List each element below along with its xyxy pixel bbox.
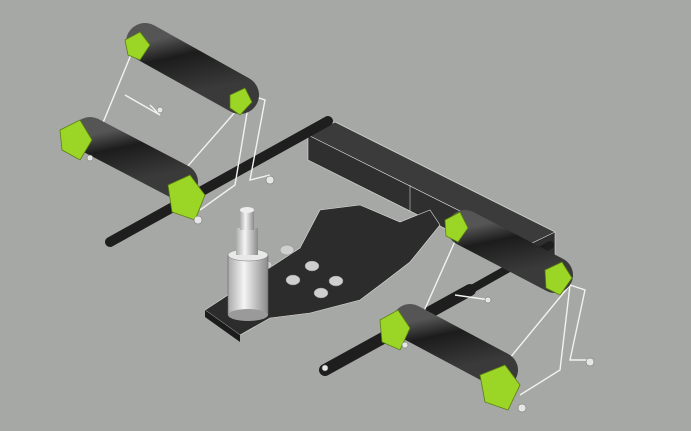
roller-brackets: [59, 31, 573, 411]
roller-right-bottom: [392, 304, 518, 388]
rollers: [72, 23, 573, 388]
roller-left-top: [126, 23, 259, 114]
roller-left-bottom: [72, 117, 198, 200]
plate-bolts: [259, 244, 344, 299]
bottle-jack: [227, 207, 269, 321]
fasteners: [86, 106, 595, 413]
right-frame: [419, 229, 590, 396]
roller-right-top: [447, 210, 573, 293]
